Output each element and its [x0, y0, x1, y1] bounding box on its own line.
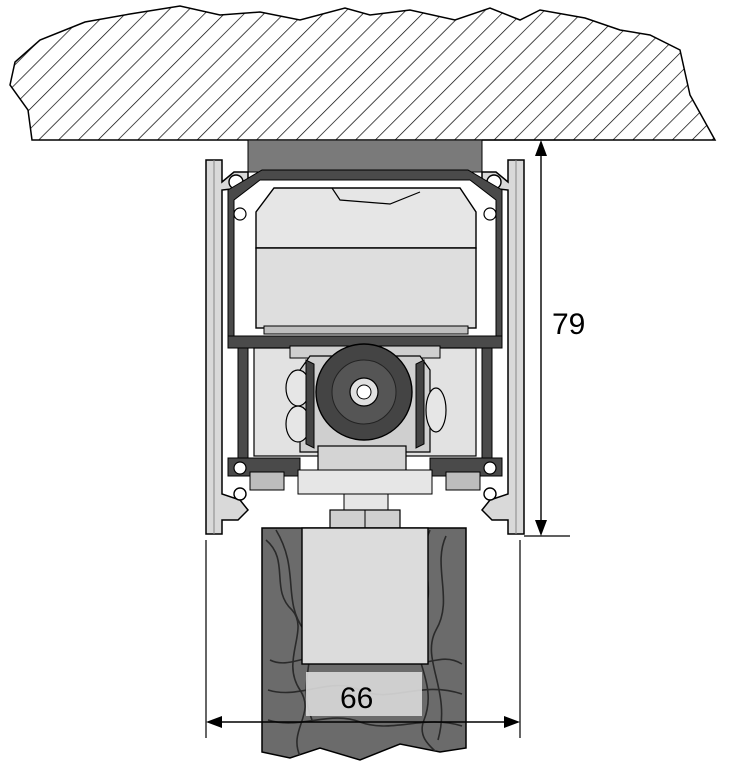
mounting-plate: [247, 139, 483, 173]
door-top-insert: [301, 527, 429, 665]
damper-housing: [255, 187, 477, 335]
roller-wheel: [315, 343, 413, 441]
dimension-width-label: 66: [340, 682, 373, 715]
width-label-background: [306, 672, 422, 716]
dimension-width: 66: [205, 540, 521, 738]
hanger-bolt: [249, 445, 481, 531]
ceiling-slab: [9, 5, 717, 141]
dimension-height: 79: [482, 139, 585, 537]
dimension-height-label: 79: [552, 308, 585, 341]
